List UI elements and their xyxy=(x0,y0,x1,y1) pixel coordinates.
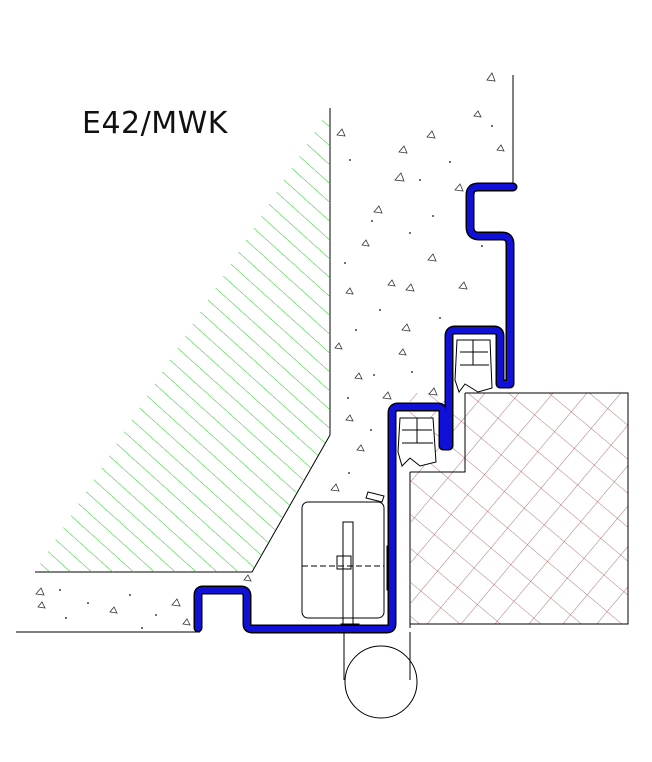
lock-housing xyxy=(301,491,418,719)
concrete-dots xyxy=(59,125,493,629)
drawing-title: E42/MWK xyxy=(82,106,229,141)
concrete-speckles xyxy=(35,72,505,626)
profile-fill xyxy=(195,184,516,632)
seal-upper xyxy=(454,339,493,394)
steel-profile xyxy=(193,182,518,634)
insulation-hatch xyxy=(35,108,330,572)
seal-lower xyxy=(397,417,437,467)
